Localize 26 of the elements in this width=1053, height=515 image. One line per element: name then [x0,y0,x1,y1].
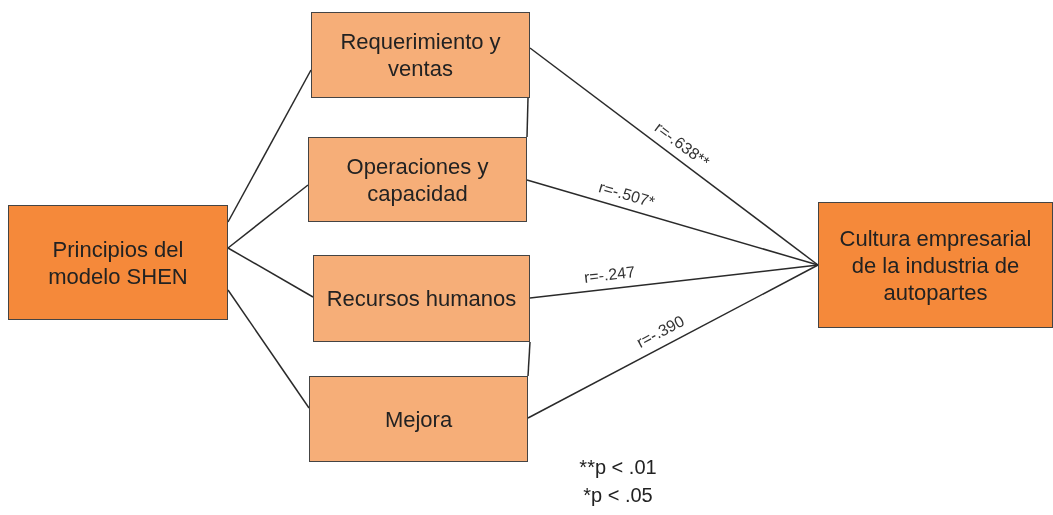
connector-line [527,341,531,377]
connector-line [527,264,819,419]
significance-note: **p < .01 [578,456,658,479]
edge-label: r=-.507* [597,177,658,212]
connector-line [526,179,819,266]
box-label: Cultura empresarial de la industria de autopartes [838,224,1033,306]
box-label: Requerimiento y ventas [339,28,502,82]
box-label: Operaciones y capacidad [345,152,490,207]
process-box [309,376,528,462]
connector-line [227,184,309,249]
connector-line [227,69,312,223]
process-box [311,12,530,98]
significance-note: *p < .05 [582,484,654,507]
process-box [313,255,530,342]
process-box [8,205,228,320]
box-label: Mejora [384,405,453,433]
process-box [818,202,1053,328]
box-label: Principios del modelo SHEN [47,235,189,290]
edge-label: r=-.247 [582,263,636,287]
connector-line [227,289,310,409]
box-label: Recursos humanos [326,285,517,312]
process-box [308,137,527,222]
connector-line [529,264,819,299]
connector-line [529,47,819,266]
connector-line [526,97,529,138]
connector-line [227,247,314,298]
